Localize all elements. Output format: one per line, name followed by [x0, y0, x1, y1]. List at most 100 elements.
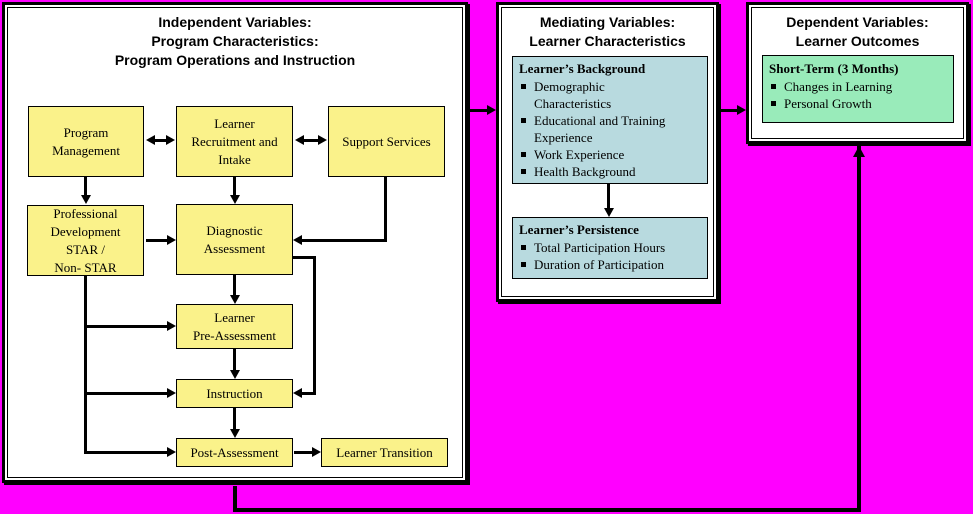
bullet-square-icon: [771, 101, 776, 106]
background-item-health: Health Background: [534, 164, 636, 179]
learner-recruitment-box: Learner Recruitment and Intake: [176, 106, 293, 177]
connector-background-persistence-shaft: [607, 184, 610, 209]
connector-diagnostic-preassessment-shaft: [233, 275, 236, 296]
connector-support-diagnostic-horizontal: [299, 239, 387, 242]
connector-profdev-spine: [84, 276, 87, 454]
persistence-item-hours: Total Participation Hours: [534, 240, 666, 255]
bullet-square-icon: [521, 84, 526, 89]
connector-mediating-to-dependent: [719, 109, 738, 112]
bullet-square-icon: [521, 245, 526, 250]
arrowhead-left-icon: [146, 135, 155, 145]
short-term-heading: Short-Term (3 Months): [769, 61, 899, 76]
connector-diagnostic-loop-bottom: [301, 392, 314, 395]
professional-development-box: Professional Development STAR / Non- STA…: [27, 205, 144, 276]
background-item-educational: Educational and Training Experience: [534, 113, 666, 145]
post-assessment-label: Post-Assessment: [190, 444, 279, 460]
dependent-title-line2: Learner Outcomes: [795, 33, 920, 49]
learners-persistence-box: Learner’s Persistence Total Participatio…: [512, 217, 708, 279]
independent-panel-title: Independent Variables: Program Character…: [5, 13, 465, 70]
professional-development-label: Professional Development STAR / Non- STA…: [50, 205, 121, 275]
program-management-box: Program Management: [28, 106, 144, 177]
connector-profdev-to-postassessment: [84, 451, 169, 454]
arrowhead-right-icon: [318, 135, 327, 145]
background-item-work: Work Experience: [534, 147, 625, 162]
independent-title-line2: Program Characteristics:: [151, 33, 319, 49]
learners-background-heading: Learner’s Background: [519, 61, 646, 76]
bullet-square-icon: [521, 118, 526, 123]
short-term-outcomes-box: Short-Term (3 Months) Changes in Learnin…: [762, 55, 954, 123]
bullet-square-icon: [521, 169, 526, 174]
arrowhead-down-icon: [81, 195, 91, 204]
mediating-panel-title: Mediating Variables: Learner Characteris…: [499, 13, 716, 51]
connector-support-diagnostic-vertical: [384, 177, 387, 241]
instruction-box: Instruction: [176, 379, 293, 408]
learner-pre-assessment-label: Learner Pre-Assessment: [192, 309, 277, 343]
connector-instruction-postassessment-shaft: [233, 408, 236, 430]
connector-profdev-to-instruction: [84, 392, 169, 395]
learner-transition-box: Learner Transition: [321, 438, 448, 467]
dependent-panel-title: Dependent Variables: Learner Outcomes: [749, 13, 966, 51]
connector-diagnostic-loop-top: [293, 256, 316, 259]
list-item: Demographic Characteristics: [519, 78, 701, 112]
list-item: Work Experience: [519, 146, 701, 163]
connector-mgmt-recruitment-shaft: [150, 139, 170, 142]
dependent-title-line1: Dependent Variables:: [786, 14, 929, 30]
learners-background-box: Learner’s Background Demographic Charact…: [512, 56, 708, 184]
connector-profdev-diagnostic-shaft: [146, 239, 170, 242]
arrowhead-left-icon: [295, 135, 304, 145]
list-item: Changes in Learning: [769, 78, 947, 95]
support-services-label: Support Services: [342, 133, 431, 149]
diagnostic-assessment-box: Diagnostic Assessment: [176, 204, 293, 275]
bullet-square-icon: [771, 84, 776, 89]
persistence-item-duration: Duration of Participation: [534, 257, 664, 272]
connector-diagnostic-loop-vertical: [313, 256, 316, 395]
feedback-loop-left-vertical: [233, 486, 237, 512]
arrowhead-right-icon: [167, 321, 176, 331]
arrowhead-down-icon: [230, 370, 240, 379]
learner-transition-label: Learner Transition: [336, 444, 433, 460]
shortterm-item-growth: Personal Growth: [784, 96, 872, 111]
connector-profdev-to-preassessment: [84, 325, 169, 328]
diagnostic-assessment-label: Diagnostic Assessment: [203, 222, 266, 256]
arrowhead-up-icon: [853, 146, 865, 157]
post-assessment-box: Post-Assessment: [176, 438, 293, 467]
learners-persistence-heading: Learner’s Persistence: [519, 222, 639, 237]
feedback-loop-right-vertical: [857, 146, 861, 512]
arrowhead-left-icon: [293, 235, 302, 245]
arrowhead-down-icon: [604, 208, 614, 217]
connector-mgmt-profdev-shaft: [84, 177, 87, 197]
arrowhead-down-icon: [230, 195, 240, 204]
list-item: Total Participation Hours: [519, 239, 701, 256]
arrowhead-right-icon: [167, 447, 176, 457]
arrowhead-down-icon: [230, 295, 240, 304]
instruction-label: Instruction: [206, 385, 263, 401]
independent-title-line3: Program Operations and Instruction: [114, 52, 356, 68]
program-management-label: Program Management: [52, 124, 120, 158]
learner-recruitment-label: Learner Recruitment and Intake: [191, 115, 278, 167]
arrowhead-right-icon: [166, 135, 175, 145]
bullet-square-icon: [521, 262, 526, 267]
list-item: Personal Growth: [769, 95, 947, 112]
independent-title-line1: Independent Variables:: [158, 14, 312, 30]
connector-postassessment-transition-shaft: [294, 451, 314, 454]
list-item: Educational and Training Experience: [519, 112, 701, 146]
background-item-demographic: Demographic Characteristics: [534, 79, 612, 111]
arrowhead-right-icon: [167, 235, 176, 245]
arrowhead-right-icon: [737, 105, 746, 115]
feedback-loop-horizontal: [233, 508, 861, 512]
shortterm-item-learning: Changes in Learning: [784, 79, 893, 94]
arrowhead-right-icon: [167, 388, 176, 398]
arrowhead-right-icon: [312, 447, 321, 457]
list-item: Health Background: [519, 163, 701, 180]
mediating-title-line1: Mediating Variables:: [539, 14, 676, 30]
bullet-square-icon: [521, 152, 526, 157]
support-services-box: Support Services: [328, 106, 445, 177]
list-item: Duration of Participation: [519, 256, 701, 273]
arrowhead-down-icon: [230, 429, 240, 438]
connector-independent-to-mediating: [468, 109, 489, 112]
mediating-title-line2: Learner Characteristics: [529, 33, 686, 49]
learner-pre-assessment-box: Learner Pre-Assessment: [176, 304, 293, 349]
arrowhead-left-icon: [293, 388, 302, 398]
connector-recruitment-diagnostic-shaft: [233, 177, 236, 197]
